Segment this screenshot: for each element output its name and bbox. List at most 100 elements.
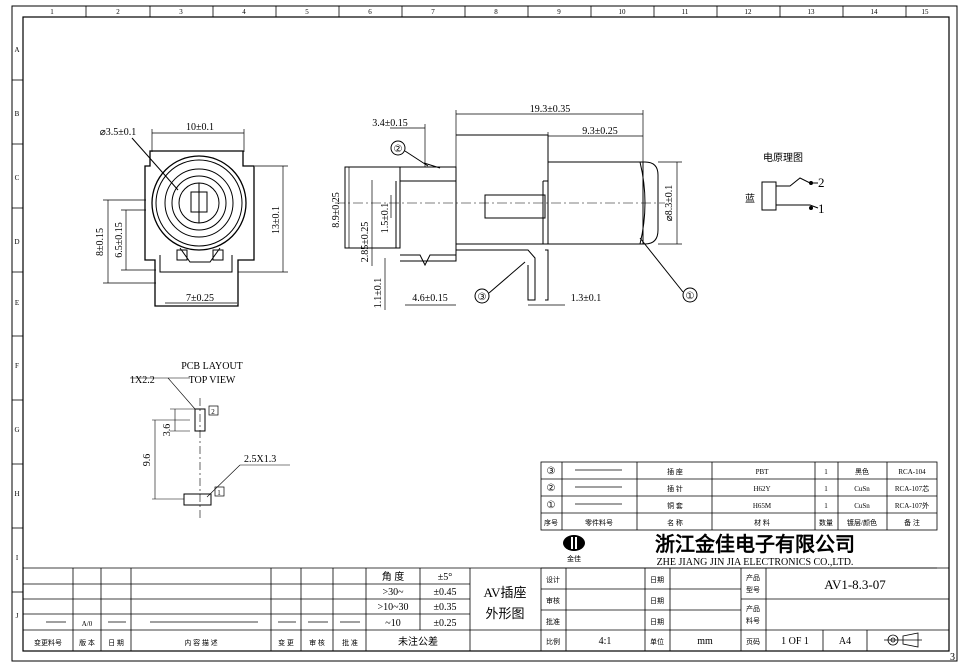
tol-footer: 未注公差 [398, 635, 438, 648]
pcb-pad-1: 1 [217, 489, 221, 497]
tol-row-3-value: ±0.35 [434, 602, 457, 613]
schematic-side-label: 蓝 [745, 193, 755, 205]
company-name-cn: 浙江金佳电子有限公司 [655, 532, 855, 556]
front-dims [103, 129, 288, 304]
pcb-dim-9-6: 9.6 [142, 454, 153, 467]
col-7: 7 [431, 8, 435, 16]
side-diameter-dim: ⌀8.3±0.1 [664, 185, 675, 222]
schematic-pin-2: 2 [818, 175, 825, 190]
rev-h-desc: 内 容 描 述 [184, 638, 217, 647]
pcb-layout [130, 377, 290, 518]
product-model: AV1-8.3-07 [824, 577, 886, 592]
bom-row-3-material: H65M [753, 502, 772, 510]
bom-row-1-color: 黑色 [855, 467, 869, 476]
revision-block: A/0 变更料号 版 本 日 期 内 容 描 述 变 更 审 核 批 准 [34, 620, 358, 647]
company-logo-text: 金佳 [567, 554, 581, 563]
label-approve: 批准 [546, 617, 560, 626]
pcb-dim-3-6: 3.6 [162, 424, 173, 437]
schematic-pin-1: 1 [818, 201, 825, 216]
col-1: 1 [50, 8, 54, 16]
bom-header-part-no: 零件料号 [585, 518, 613, 527]
bom-row-1-no: ③ [547, 466, 556, 477]
row-a: A [14, 46, 19, 54]
bom-row-3-note: RCA-107外 [895, 501, 929, 510]
bom-row-3-no: ① [547, 500, 556, 511]
row-i: I [16, 554, 19, 562]
paper-size: A4 [839, 636, 851, 647]
row-h: H [14, 490, 19, 498]
border-grid [12, 6, 907, 593]
bom-row-2-note: RCA-107芯 [895, 484, 929, 493]
label-date-2: 日期 [650, 597, 664, 605]
col-3: 3 [179, 8, 183, 16]
side-height-dim: 2.85±0.25 [360, 222, 371, 263]
label-scale: 比例 [546, 637, 560, 646]
scale-value: 4:1 [599, 636, 612, 647]
side-body-dim: 9.3±0.25 [582, 126, 618, 137]
title-block: AV插座 外形图 设计 审核 批准 日期 日期 日期 产品 型号 产品 料号 A… [483, 573, 886, 647]
bom-row-1-note: RCA-104 [898, 468, 926, 476]
bom-row-2-no: ② [547, 483, 556, 494]
bom-row-2-material: H62Y [753, 485, 770, 493]
bom-header-color: 镀层/颜色 [847, 518, 877, 527]
bom-row-3-color: CuSn [854, 502, 870, 510]
row-e: E [15, 299, 19, 307]
bom-header-no: 序号 [544, 518, 558, 527]
bom-header-name: 名 称 [667, 518, 683, 527]
tol-row-2-range: >30~ [382, 587, 404, 598]
col-12: 12 [745, 8, 753, 16]
product-title-1: AV插座 [483, 585, 526, 600]
bom-table [540, 461, 938, 531]
front-hole-dim: ⌀3.5±0.1 [100, 127, 137, 138]
projection-symbol-icon [884, 632, 922, 648]
rev-h-date: 日 期 [108, 639, 124, 647]
label-check: 审核 [546, 596, 560, 605]
label-page: 页码 [746, 638, 760, 646]
tolerance-table: 角 度 ±5° >30~ ±0.45 >10~30 ±0.35 ~10 ±0.2… [377, 570, 456, 648]
front-bottom-dim: 7±0.25 [186, 293, 214, 304]
col-11: 11 [682, 8, 689, 16]
row-j: J [16, 612, 19, 620]
col-5: 5 [305, 8, 309, 16]
front-view [131, 137, 255, 307]
side-1-1-dim: 1.1±0.1 [373, 278, 384, 309]
front-right-dim: 13±0.1 [271, 206, 282, 234]
unit-value: mm [697, 636, 713, 647]
rev-h-part: 变更料号 [34, 638, 62, 647]
side-pin-right-dim: 1.3±0.1 [571, 293, 602, 304]
sheet-number: 3 [950, 652, 955, 663]
pcb-title-1: PCB LAYOUT [181, 361, 243, 372]
row-b: B [15, 110, 20, 118]
pcb-pad-large: 2.5X1.3 [244, 454, 276, 465]
row-d: D [14, 238, 19, 246]
rev-h-check: 审 核 [309, 638, 325, 647]
bom-row-1-name: 插 座 [667, 467, 683, 476]
bom-row-2-qty: 1 [824, 485, 828, 493]
bom-row-3-qty: 1 [824, 502, 828, 510]
company-logo [563, 535, 585, 551]
side-flange-dim: 3.4±0.15 [372, 118, 408, 129]
side-1-5-dim: 1.5±0.1 [380, 203, 391, 234]
label-product-code-2: 料号 [746, 616, 760, 625]
row-f: F [15, 362, 19, 370]
company-name-en: ZHE JIANG JIN JIA ELECTRONICS CO.,LTD. [657, 557, 854, 568]
bom-row-2-name: 插 针 [667, 484, 683, 493]
col-10: 10 [619, 8, 627, 16]
front-top-dim: 10±0.1 [186, 122, 214, 133]
label-date-3: 日期 [650, 618, 664, 626]
border-row-labels: A B C D E F G H I J [14, 46, 19, 620]
bom-row-2-color: CuSn [854, 485, 870, 493]
front-left-outer-dim: 8±0.15 [95, 228, 106, 256]
label-date-1: 日期 [650, 576, 664, 584]
tol-row-4-range: ~10 [385, 618, 400, 629]
tol-row-1-range: 角 度 [382, 570, 405, 583]
tol-row-4-value: ±0.25 [434, 618, 457, 629]
label-product-code-1: 产品 [746, 604, 760, 613]
rev-h-approve: 批 准 [342, 638, 358, 647]
tol-row-2-value: ±0.45 [434, 587, 457, 598]
outer-frame [11, 5, 958, 662]
col-8: 8 [494, 8, 498, 16]
row-c: C [15, 174, 20, 182]
rev-h-version: 版 本 [79, 638, 95, 647]
bom-header-material: 材 料 [754, 518, 770, 527]
